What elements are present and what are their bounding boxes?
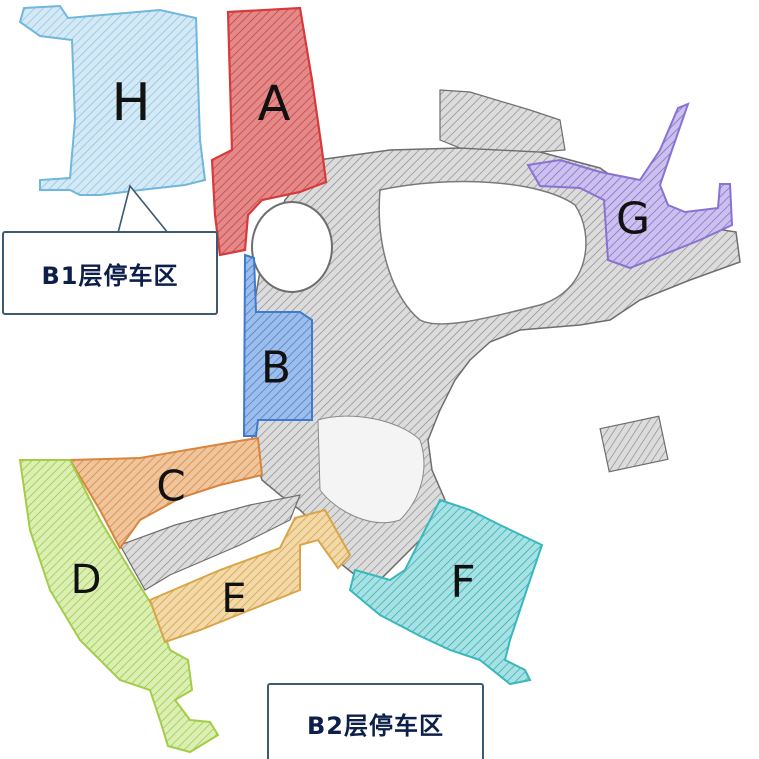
callout-pointer (116, 184, 170, 234)
b2-parking-label: B2层停车区 (307, 711, 444, 740)
zone-B[interactable] (242, 253, 313, 437)
zone-label-E: E (221, 576, 246, 622)
zone-label-C: C (156, 462, 185, 511)
b2-parking-callout: B2层停车区 (267, 683, 484, 759)
zone-D[interactable] (18, 459, 220, 754)
zone-labels: H A B C D E F G (71, 73, 650, 622)
zone-E[interactable] (148, 508, 352, 644)
b1-parking-label: B1层停车区 (41, 261, 179, 290)
zone-label-D: D (71, 557, 102, 603)
zone-A[interactable] (210, 6, 328, 257)
zone-H[interactable] (18, 4, 207, 196)
zone-label-G: G (616, 194, 650, 245)
zone-label-B: B (261, 343, 291, 394)
zone-label-F: F (450, 557, 475, 608)
zone-label-H: H (111, 73, 150, 133)
zone-label-A: A (258, 76, 291, 132)
b1-parking-callout: B1层停车区 (2, 231, 218, 315)
zone-G[interactable] (526, 102, 734, 270)
zone-F[interactable] (348, 498, 544, 686)
zone-C[interactable] (68, 436, 264, 550)
